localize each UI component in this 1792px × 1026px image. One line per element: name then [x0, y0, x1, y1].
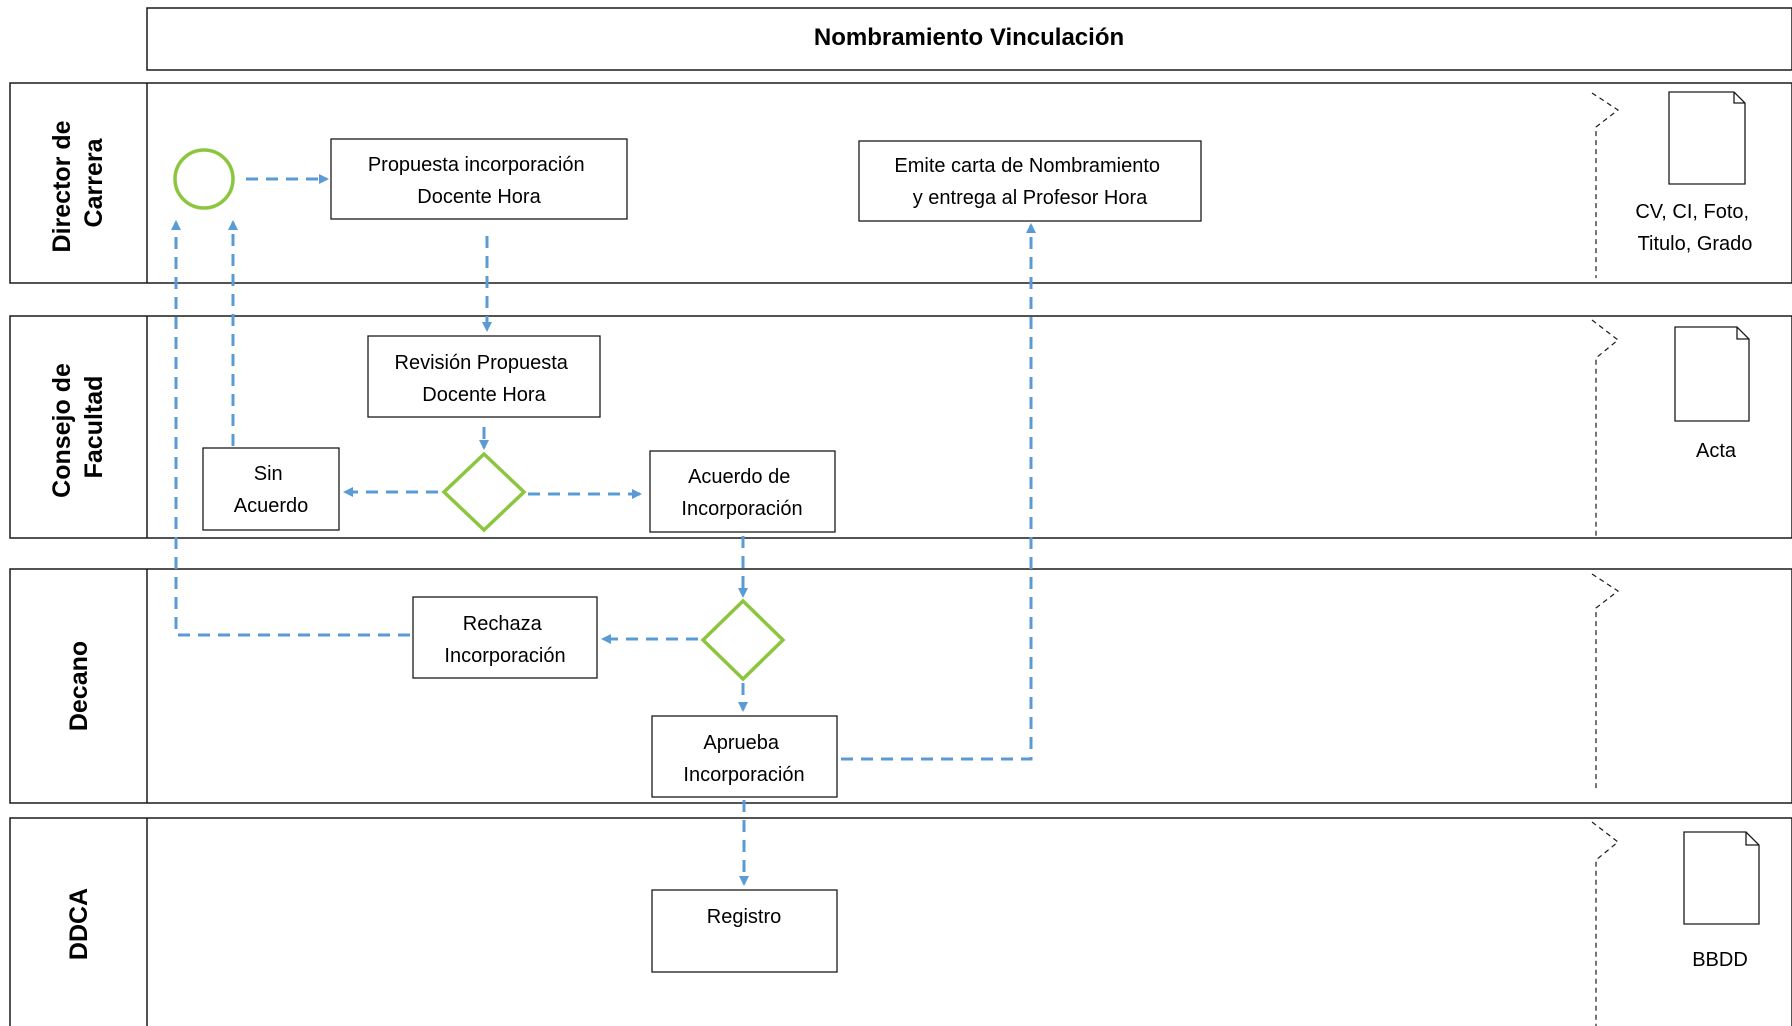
task-registro: Registro — [651, 889, 838, 973]
task-revision-line-2: Docente Hora — [422, 384, 546, 406]
separator-ddca — [1591, 821, 1619, 1026]
task-emite-line-1: Emite carta de Nombramiento — [894, 155, 1160, 177]
task-rechaza-line-2: Incorporación — [444, 645, 565, 667]
document-ddca-line-1: BBDD — [1692, 949, 1748, 971]
task-acuerdo-label: Acuerdo de Incorporación — [681, 466, 802, 520]
lane-decano: Decano — [9, 568, 1792, 804]
task-sin-acuerdo-line-1: Sin — [254, 463, 283, 485]
document-consejo: Acta — [1674, 326, 1750, 462]
task-acuerdo-line-2: Incorporación — [681, 498, 802, 520]
document-director-line-2: Titulo, Grado — [1638, 233, 1753, 255]
task-emite-line-2: y entrega al Profesor Hora — [913, 187, 1148, 209]
task-propuesta: Propuesta incorporación Docente Hora — [330, 138, 628, 220]
task-rechaza-line-1: Rechaza — [463, 613, 543, 635]
task-sin-acuerdo: Sin Acuerdo — [202, 447, 340, 531]
task-propuesta-label: Propuesta incorporación Docente Hora — [368, 154, 590, 208]
document-column-separators — [1591, 92, 1620, 1026]
lane-decano-line-1: Decano — [65, 641, 93, 731]
task-emite: Emite carta de Nombramiento y entrega al… — [858, 140, 1202, 222]
task-sin-acuerdo-label: Sin Acuerdo — [234, 463, 309, 517]
task-acuerdo-line-1: Acuerdo de — [688, 466, 790, 488]
lane-director-line-2: Carrera — [80, 137, 108, 227]
document-director-label: CV, CI, Foto, Titulo, Grado — [1635, 201, 1754, 255]
task-registro-box — [651, 889, 838, 973]
lane-consejo-line-1: Consejo de — [48, 363, 76, 498]
task-propuesta-box — [330, 138, 628, 220]
lane-director-label: Director de Carrera — [48, 114, 108, 253]
document-consejo-line-1: Acta — [1696, 440, 1737, 462]
lane-ddca: DDCA — [9, 817, 1792, 1026]
task-revision: Revisión Propuesta Docente Hora — [367, 335, 601, 418]
document-director: CV, CI, Foto, Titulo, Grado — [1635, 91, 1754, 255]
task-acuerdo: Acuerdo de Incorporación — [649, 450, 836, 533]
task-aprueba-box — [651, 715, 838, 798]
document-director-icon — [1668, 91, 1746, 185]
document-ddca: BBDD — [1683, 831, 1760, 971]
lane-decano-label: Decano — [65, 641, 93, 731]
task-rechaza: Rechaza Incorporación — [412, 596, 598, 679]
task-aprueba: Aprueba Incorporación — [651, 715, 838, 798]
lane-director-line-1: Director de — [48, 120, 76, 252]
task-revision-box — [367, 335, 601, 418]
lane-ddca-line-1: DDCA — [65, 888, 93, 960]
lane-consejo-label: Consejo de Facultad — [48, 356, 108, 498]
task-rechaza-box — [412, 596, 598, 679]
task-acuerdo-box — [649, 450, 836, 533]
document-consejo-label: Acta — [1696, 440, 1737, 462]
document-ddca-label: BBDD — [1692, 949, 1748, 971]
flow-aprueba-to-emite — [841, 223, 1036, 761]
lane-consejo-line-2: Facultad — [80, 376, 108, 479]
diagram-title: Nombramiento Vinculación — [814, 24, 1124, 51]
separator-consejo — [1591, 319, 1619, 538]
flow-rechaza-to-start — [171, 220, 410, 637]
task-rechaza-label: Rechaza Incorporación — [444, 613, 565, 667]
task-propuesta-line-1: Propuesta incorporación — [368, 154, 585, 176]
task-registro-label: Registro — [707, 906, 781, 928]
task-registro-line-1: Registro — [707, 906, 781, 928]
task-revision-line-1: Revisión Propuesta — [395, 352, 569, 374]
task-propuesta-line-2: Docente Hora — [417, 186, 541, 208]
task-aprueba-line-1: Aprueba — [703, 732, 779, 754]
task-revision-label: Revisión Propuesta Docente Hora — [395, 352, 574, 406]
task-emite-label: Emite carta de Nombramiento y entrega al… — [894, 155, 1165, 209]
task-sin-acuerdo-box — [202, 447, 340, 531]
sequence-flows — [171, 174, 1036, 886]
decano-decision-gateway — [700, 598, 786, 682]
document-director-line-1: CV, CI, Foto, — [1635, 201, 1749, 223]
document-consejo-icon — [1674, 326, 1750, 422]
task-aprueba-line-2: Incorporación — [683, 764, 804, 786]
title-frame — [146, 7, 1792, 71]
task-sin-acuerdo-line-2: Acuerdo — [234, 495, 309, 517]
start-event-circle — [173, 148, 235, 210]
lane-ddca-label: DDCA — [65, 888, 93, 960]
title-bar: Nombramiento Vinculación — [146, 7, 1792, 71]
consejo-decision-gateway — [441, 451, 527, 533]
task-emite-box — [858, 140, 1202, 222]
task-aprueba-label: Aprueba Incorporación — [683, 732, 804, 786]
lane-decano-frame — [9, 568, 1792, 804]
document-ddca-icon — [1683, 831, 1760, 925]
lane-ddca-frame — [9, 817, 1792, 1026]
